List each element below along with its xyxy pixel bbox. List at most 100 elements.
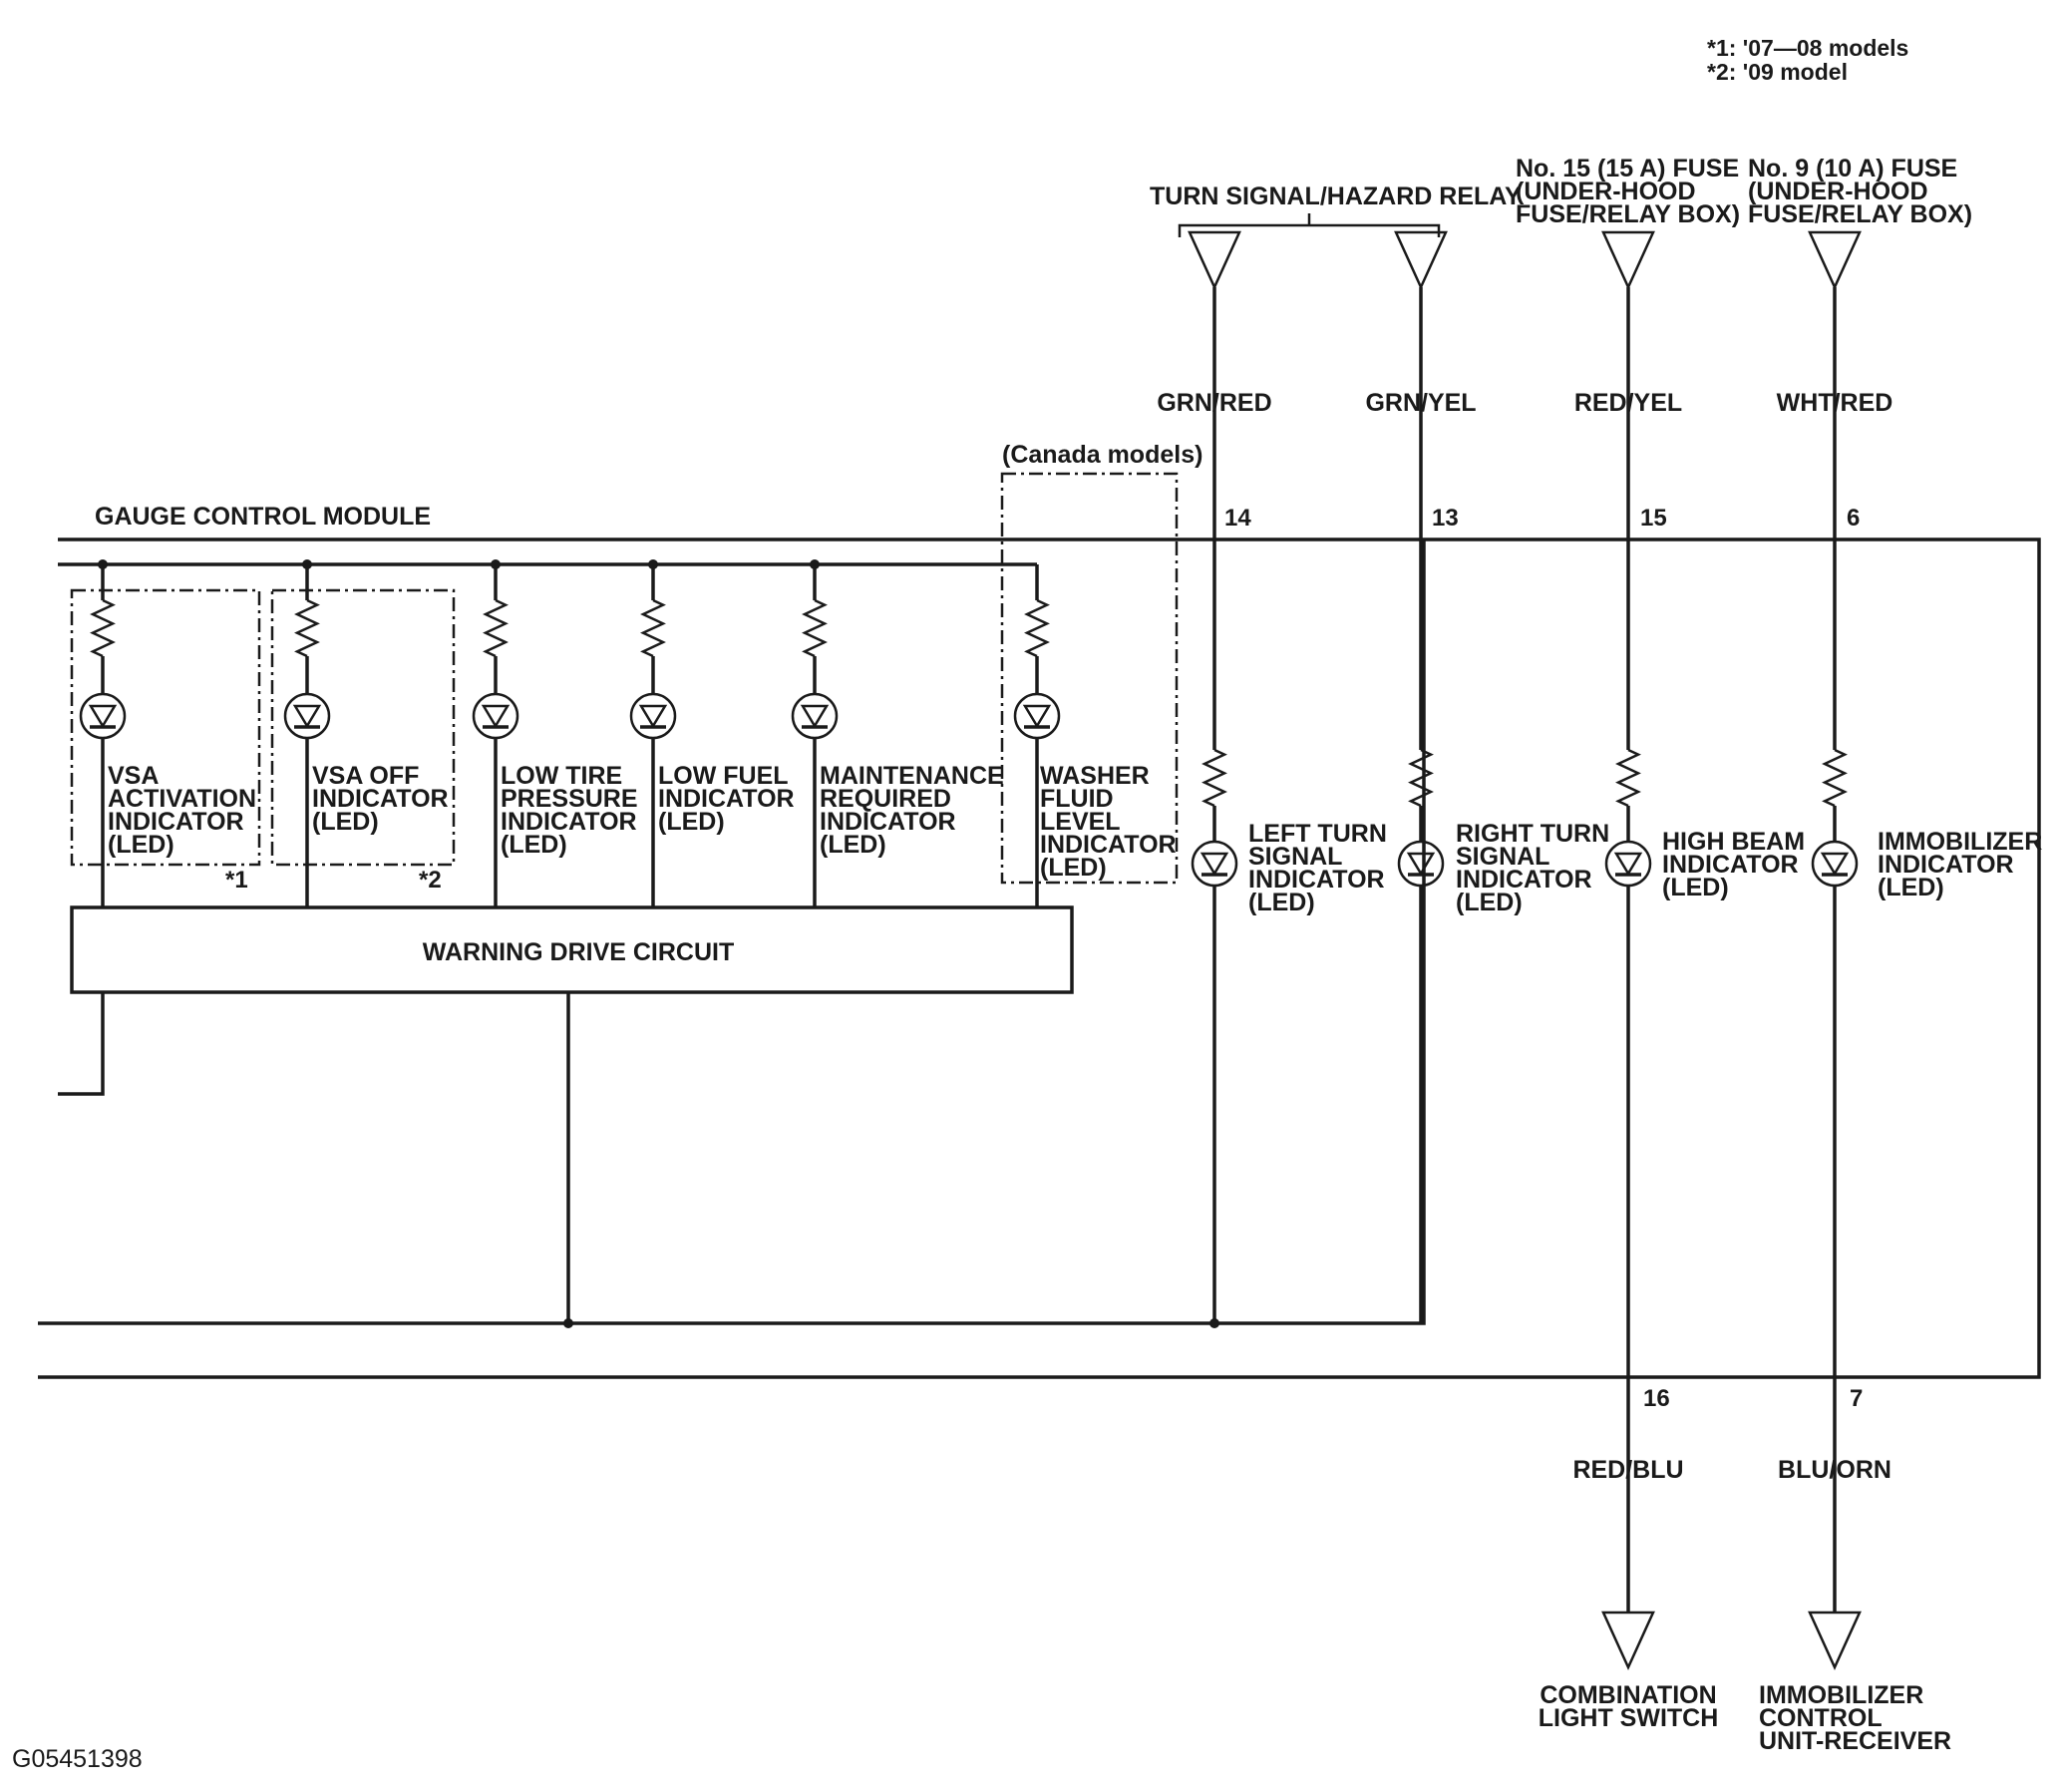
- svg-text:REQUIRED: REQUIRED: [820, 785, 951, 813]
- resistor-icon: [1202, 748, 1227, 808]
- label-left-turn-signal: LEFT TURN SIGNAL INDICATOR (LED): [1248, 820, 1387, 916]
- svg-text:IMMOBILIZER: IMMOBILIZER: [1878, 828, 2042, 856]
- resistor-icon: [1822, 748, 1848, 808]
- vsa-off-group: [270, 588, 456, 867]
- led-icon: [629, 692, 677, 740]
- svg-text:(LED): (LED): [1662, 874, 1729, 901]
- svg-text:SIGNAL: SIGNAL: [1248, 843, 1342, 871]
- svg-text:INDICATOR: INDICATOR: [1248, 866, 1385, 894]
- label-right-turn-signal: RIGHT TURN SIGNAL INDICATOR (LED): [1456, 820, 1609, 916]
- svg-text:(LED): (LED): [820, 831, 886, 859]
- svg-text:(LED): (LED): [1248, 889, 1315, 916]
- svg-text:INDICATOR: INDICATOR: [820, 808, 956, 836]
- label-high-beam: HIGH BEAM INDICATOR (LED): [1662, 828, 1805, 901]
- svg-text:LEFT TURN: LEFT TURN: [1248, 820, 1387, 848]
- diagram-id: G05451398: [12, 1745, 143, 1773]
- svg-text:CONTROL: CONTROL: [1759, 1704, 1883, 1732]
- svg-text:LEVEL: LEVEL: [1040, 808, 1121, 836]
- note-models-2: *2: '09 model: [1707, 59, 1848, 85]
- svg-text:(Canada models): (Canada models): [1002, 441, 1202, 469]
- svg-text:ACTIVATION: ACTIVATION: [108, 785, 256, 813]
- warning-drive-circuit-label: WARNING DRIVE CIRCUIT: [423, 938, 735, 966]
- svg-text:HIGH BEAM: HIGH BEAM: [1662, 828, 1805, 856]
- svg-text:(LED): (LED): [1040, 854, 1107, 882]
- warning-branch-1: [283, 564, 331, 907]
- led-icon: [79, 692, 127, 740]
- left-feed-wire: [58, 992, 105, 1096]
- svg-text:No. 9 (10 A) FUSE: No. 9 (10 A) FUSE: [1748, 155, 1957, 182]
- svg-text:No. 15 (15 A) FUSE: No. 15 (15 A) FUSE: [1516, 155, 1739, 182]
- label-immobilizer-indicator: IMMOBILIZER INDICATOR (LED): [1878, 828, 2042, 901]
- module-title: GAUGE CONTROL MODULE: [95, 503, 431, 531]
- right-branch-2: [1604, 287, 1652, 1613]
- note-marker-2: *2: [419, 867, 442, 894]
- wire-color-red-blu: RED/BLU: [1572, 1456, 1683, 1484]
- warning-indicator-bus: [58, 559, 1037, 569]
- svg-text:INDICATOR: INDICATOR: [658, 785, 795, 813]
- svg-text:(LED): (LED): [1878, 874, 1944, 901]
- svg-text:(LED): (LED): [658, 808, 725, 836]
- warning-branch-3: [629, 564, 677, 907]
- pin-13: 13: [1432, 505, 1459, 532]
- pin-7: 7: [1850, 1385, 1863, 1412]
- svg-text:PRESSURE: PRESSURE: [501, 785, 638, 813]
- pin-6: 6: [1847, 505, 1860, 532]
- svg-text:(UNDER-HOOD: (UNDER-HOOD: [1748, 178, 1928, 205]
- svg-text:FUSE/RELAY BOX): FUSE/RELAY BOX): [1748, 200, 1972, 228]
- resistor-icon: [294, 598, 320, 658]
- vsa-activation-group: [70, 588, 261, 867]
- svg-text:SIGNAL: SIGNAL: [1456, 843, 1549, 871]
- svg-text:FLUID: FLUID: [1040, 785, 1114, 813]
- svg-text:(UNDER-HOOD: (UNDER-HOOD: [1516, 178, 1696, 205]
- ground-bus: [38, 539, 1426, 1325]
- resistor-icon: [1024, 598, 1050, 658]
- dest-immobilizer-control-unit: IMMOBILIZER CONTROL UNIT-RECEIVER: [1759, 1681, 1951, 1755]
- svg-text:LOW TIRE: LOW TIRE: [501, 762, 622, 790]
- svg-text:RIGHT TURN: RIGHT TURN: [1456, 820, 1609, 848]
- svg-text:(LED): (LED): [501, 831, 567, 859]
- pin-14: 14: [1224, 505, 1251, 532]
- led-icon: [1397, 840, 1445, 888]
- resistor-icon: [1408, 748, 1434, 808]
- svg-text:UNIT-RECEIVER: UNIT-RECEIVER: [1759, 1727, 1951, 1755]
- warning-branch-0: [79, 564, 127, 907]
- right-branch-1: [1397, 287, 1445, 1323]
- svg-text:(LED): (LED): [312, 808, 379, 836]
- connector-triangle-icons-top: [1188, 230, 1862, 291]
- led-icon: [1013, 692, 1061, 740]
- warning-branch-5: [1013, 564, 1061, 907]
- resistor-icon: [802, 598, 828, 658]
- svg-text:LOW FUEL: LOW FUEL: [658, 762, 789, 790]
- label-low-tire-pressure: LOW TIRE PRESSURE INDICATOR (LED): [501, 762, 638, 859]
- label-vsa-off: VSA OFF INDICATOR (LED): [312, 762, 449, 836]
- svg-text:INDICATOR: INDICATOR: [501, 808, 637, 836]
- led-icon: [1811, 840, 1859, 888]
- resistor-icon: [1615, 748, 1641, 808]
- svg-text:(LED): (LED): [108, 831, 174, 859]
- led-icon: [791, 692, 839, 740]
- svg-text:COMBINATION: COMBINATION: [1540, 1681, 1716, 1709]
- svg-text:INDICATOR: INDICATOR: [108, 808, 244, 836]
- label-vsa-activation: VSA ACTIVATION INDICATOR (LED): [108, 762, 256, 859]
- svg-text:INDICATOR: INDICATOR: [312, 785, 449, 813]
- dest-combination-light-switch: COMBINATION LIGHT SWITCH: [1539, 1681, 1719, 1732]
- canada-models-box: (Canada models): [1000, 441, 1202, 885]
- svg-text:VSA: VSA: [108, 762, 159, 790]
- led-icon: [1191, 840, 1238, 888]
- wire-color-blu-orn: BLU/ORN: [1778, 1456, 1891, 1484]
- led-icon: [283, 692, 331, 740]
- resistor-icon: [90, 598, 116, 658]
- warning-branch-2: [472, 564, 519, 907]
- svg-text:VSA OFF: VSA OFF: [312, 762, 419, 790]
- note-marker-1: *1: [225, 867, 248, 894]
- source-turn-signal-hazard-relay: TURN SIGNAL/HAZARD RELAY: [1150, 182, 1522, 237]
- svg-text:(LED): (LED): [1456, 889, 1523, 916]
- right-branch-3: [1811, 287, 1859, 1613]
- label-low-fuel: LOW FUEL INDICATOR (LED): [658, 762, 795, 836]
- source-fuse-15: No. 15 (15 A) FUSE (UNDER-HOOD FUSE/RELA…: [1516, 155, 1740, 228]
- source-fuse-9: No. 9 (10 A) FUSE (UNDER-HOOD FUSE/RELAY…: [1748, 155, 1972, 228]
- svg-text:IMMOBILIZER: IMMOBILIZER: [1759, 1681, 1923, 1709]
- gauge-control-module: GAUGE CONTROL MODULE: [38, 503, 2041, 1379]
- resistor-icon: [640, 598, 666, 658]
